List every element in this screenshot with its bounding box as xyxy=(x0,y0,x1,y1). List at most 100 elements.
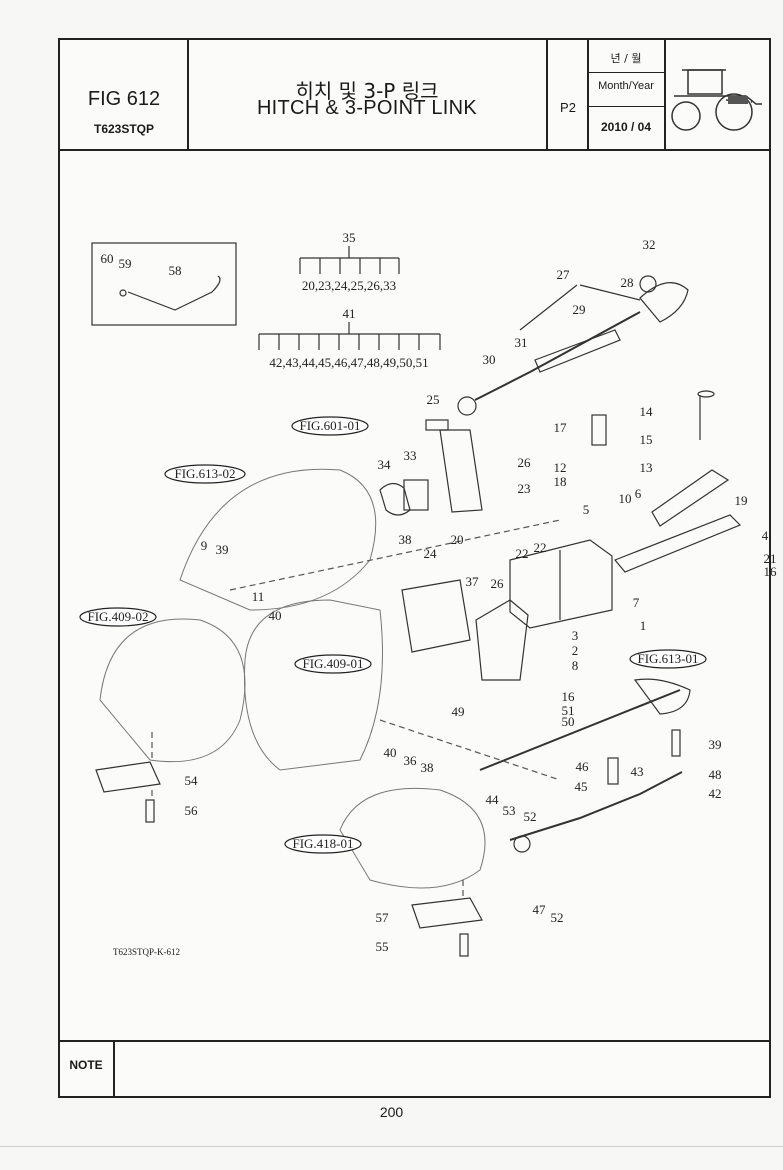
part-callout: 42 xyxy=(709,786,722,801)
model-code: T623STQP xyxy=(93,122,155,136)
date-label-korean: 년 / 월 xyxy=(610,52,642,65)
note-divider xyxy=(113,1040,115,1098)
fig-ref-613-02: FIG.613-02 xyxy=(174,466,235,481)
tractor-thumbnail-image xyxy=(671,69,762,131)
part-callout: 51 xyxy=(562,703,575,718)
date-divider-2 xyxy=(587,106,665,107)
note-label: NOTE xyxy=(69,1058,103,1072)
part-callout: 31 xyxy=(515,335,528,350)
drawing-code: T623STQP-K-612 xyxy=(113,947,180,957)
header-divider-4 xyxy=(664,38,666,150)
part-callout: 22 xyxy=(516,546,529,561)
part-callout: 9 xyxy=(201,538,208,553)
header-divider-2 xyxy=(546,38,548,150)
part-callout: 21 xyxy=(764,551,777,566)
group-41-head: 41 xyxy=(343,306,356,321)
part-callout: 23 xyxy=(518,481,531,496)
fig-ref-613-01: FIG.613-01 xyxy=(637,651,698,666)
part-callout: 36 xyxy=(404,753,418,768)
part-callout: 32 xyxy=(643,237,656,252)
part-callout: 5 xyxy=(583,502,590,517)
part-callout: 58 xyxy=(169,263,182,278)
part-callout: 48 xyxy=(709,767,722,782)
part-callout: 33 xyxy=(404,448,417,463)
part-callout: 57 xyxy=(376,910,390,925)
part-callout: 16 xyxy=(562,689,576,704)
part-callout: 55 xyxy=(376,939,389,954)
part-callout: 46 xyxy=(576,759,590,774)
date-value: 2010 / 04 xyxy=(600,120,652,134)
part-callout: 4 xyxy=(762,528,769,543)
inset-box xyxy=(91,242,237,326)
part-callout: 12 xyxy=(554,460,567,475)
part-callout: 29 xyxy=(573,302,586,317)
date-label-english: Month/Year xyxy=(598,80,654,92)
part-callout: 25 xyxy=(427,392,440,407)
part-callout: 37 xyxy=(466,574,480,589)
title-english: HITCH & 3-POINT LINK xyxy=(256,97,478,119)
header-bottom-line xyxy=(58,149,771,151)
part-callout: 24 xyxy=(424,546,438,561)
part-callout: 13 xyxy=(640,460,653,475)
header-divider-3 xyxy=(587,38,589,150)
page-number: 200 xyxy=(379,1104,404,1120)
part-callout: 45 xyxy=(575,779,588,794)
page-frame xyxy=(58,38,771,1098)
part-callout: 52 xyxy=(551,910,564,925)
part-callout: 15 xyxy=(640,432,653,447)
part-callout: 34 xyxy=(378,457,392,472)
part-callout: 59 xyxy=(119,256,132,271)
part-callout: 40 xyxy=(269,608,282,623)
fig-ref-409-02: FIG.409-02 xyxy=(87,609,148,624)
part-callout: 26 xyxy=(491,576,505,591)
part-callout: 52 xyxy=(524,809,537,824)
part-callout: 10 xyxy=(619,491,632,506)
group-35-members: 20,23,24,25,26,33 xyxy=(302,278,396,293)
part-callout: 39 xyxy=(216,542,229,557)
date-divider-1 xyxy=(587,72,665,73)
part-callout: 53 xyxy=(503,803,516,818)
part-callout: 18 xyxy=(554,474,567,489)
header-divider-1 xyxy=(187,38,189,150)
part-callout: 2 xyxy=(572,643,579,658)
part-callout: 1 xyxy=(640,618,647,633)
part-callout: 38 xyxy=(399,532,412,547)
part-callout: 16 xyxy=(764,564,778,579)
part-callout: 44 xyxy=(486,792,500,807)
scan-edge-line xyxy=(0,1146,783,1147)
part-callout: 17 xyxy=(554,420,568,435)
page-code: P2 xyxy=(560,100,576,115)
title-korean: 히치 및 3-P 링크 xyxy=(295,79,439,103)
fig-ref-409-01: FIG.409-01 xyxy=(302,656,363,671)
part-callout: 3 xyxy=(572,628,579,643)
part-callout: 38 xyxy=(421,760,434,775)
part-callout: 40 xyxy=(384,745,397,760)
part-callout: 8 xyxy=(572,658,579,673)
part-callout: 54 xyxy=(185,773,199,788)
part-callout: 43 xyxy=(631,764,644,779)
group-41-members: 42,43,44,45,46,47,48,49,50,51 xyxy=(269,355,428,370)
fig-ref-418-01: FIG.418-01 xyxy=(292,836,353,851)
part-callout: 50 xyxy=(562,714,575,729)
part-callout: 27 xyxy=(557,267,571,282)
part-callout: 26 xyxy=(518,455,532,470)
part-callout: 7 xyxy=(633,595,640,610)
part-callout: 22 xyxy=(534,540,547,555)
part-callout: 47 xyxy=(533,902,547,917)
part-callout: 60 xyxy=(101,251,114,266)
note-top-line xyxy=(58,1040,771,1042)
group-35-head: 35 xyxy=(343,230,356,245)
part-callout: 11 xyxy=(252,589,265,604)
part-callout: 28 xyxy=(621,275,634,290)
figure-number: FIG 612 xyxy=(87,88,161,110)
part-callout: 39 xyxy=(709,737,722,752)
part-callout: 20 xyxy=(451,532,464,547)
part-callout: 19 xyxy=(735,493,748,508)
part-callout: 49 xyxy=(452,704,465,719)
fig-ref-601-01: FIG.601-01 xyxy=(299,418,360,433)
part-callout: 6 xyxy=(635,486,642,501)
part-callout: 56 xyxy=(185,803,199,818)
part-callout: 14 xyxy=(640,404,654,419)
